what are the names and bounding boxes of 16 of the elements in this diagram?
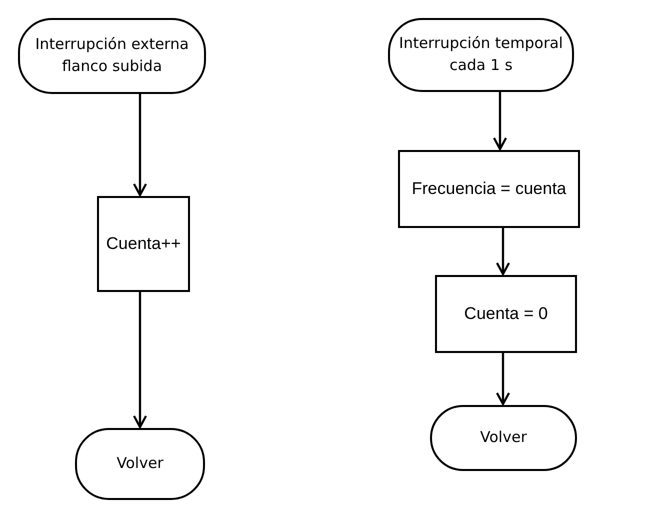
node-label: Frecuencia = cuenta <box>412 178 566 200</box>
arrow <box>496 228 510 276</box>
arrow <box>132 292 148 428</box>
process-box <box>398 150 580 228</box>
node-label: Cuenta = 0 <box>464 302 548 325</box>
arrow <box>132 94 148 196</box>
arrow <box>496 353 510 406</box>
node-label: Cuenta++ <box>106 232 181 255</box>
process-box <box>435 275 577 353</box>
node-label: Interrupción externa flanco subida <box>34 34 190 77</box>
process-box <box>97 196 190 292</box>
terminal-shape <box>18 18 206 94</box>
node-label: Volver <box>116 453 164 474</box>
arrow <box>492 92 508 150</box>
node-label: Interrupción temporal cada 1 s <box>398 33 564 76</box>
node-label: Volver <box>480 427 527 448</box>
